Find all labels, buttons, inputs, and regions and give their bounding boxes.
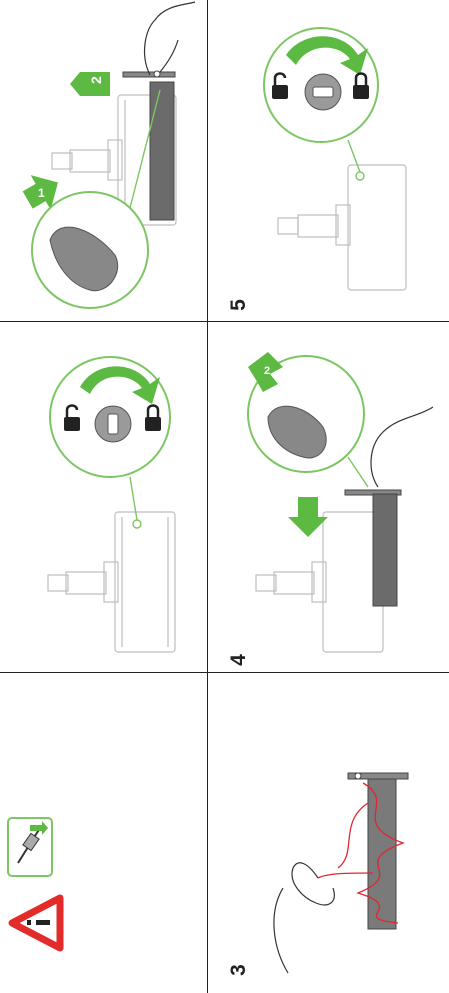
panel-warning bbox=[0, 673, 207, 993]
dial-marker bbox=[356, 172, 364, 180]
cleaner-head-outline bbox=[48, 512, 175, 652]
arrow-down-insert bbox=[288, 497, 328, 537]
svg-text:2: 2 bbox=[264, 365, 270, 377]
panel-step-5 bbox=[208, 0, 449, 321]
brush-roll bbox=[373, 494, 397, 606]
magnifier-leader bbox=[348, 457, 368, 487]
dial-marker bbox=[133, 520, 141, 528]
cleaner-head-outline bbox=[278, 165, 406, 290]
magnifier-leader bbox=[348, 140, 360, 172]
dial-slot bbox=[108, 414, 118, 434]
panel-step-3 bbox=[208, 673, 449, 993]
hand-outline bbox=[145, 2, 195, 75]
cleaner-head-outline bbox=[256, 512, 383, 652]
svg-text:1: 1 bbox=[38, 186, 45, 200]
hand-outline bbox=[371, 407, 433, 487]
end-cap-screw bbox=[154, 71, 160, 77]
brush-roll bbox=[150, 82, 174, 220]
panel-step-4: 2 bbox=[208, 322, 449, 672]
magnifier-leader bbox=[130, 477, 137, 520]
panel-step-2 bbox=[0, 322, 207, 672]
dial-slot bbox=[313, 87, 333, 97]
panel-step-1: 2 1 bbox=[0, 0, 207, 321]
warning-triangle-icon bbox=[12, 898, 60, 948]
unplug-icon bbox=[8, 818, 52, 876]
hand-outline bbox=[274, 863, 334, 973]
arrow-2-up: 2 bbox=[70, 72, 110, 96]
svg-text:2: 2 bbox=[88, 76, 104, 84]
end-cap-screw bbox=[355, 773, 361, 779]
